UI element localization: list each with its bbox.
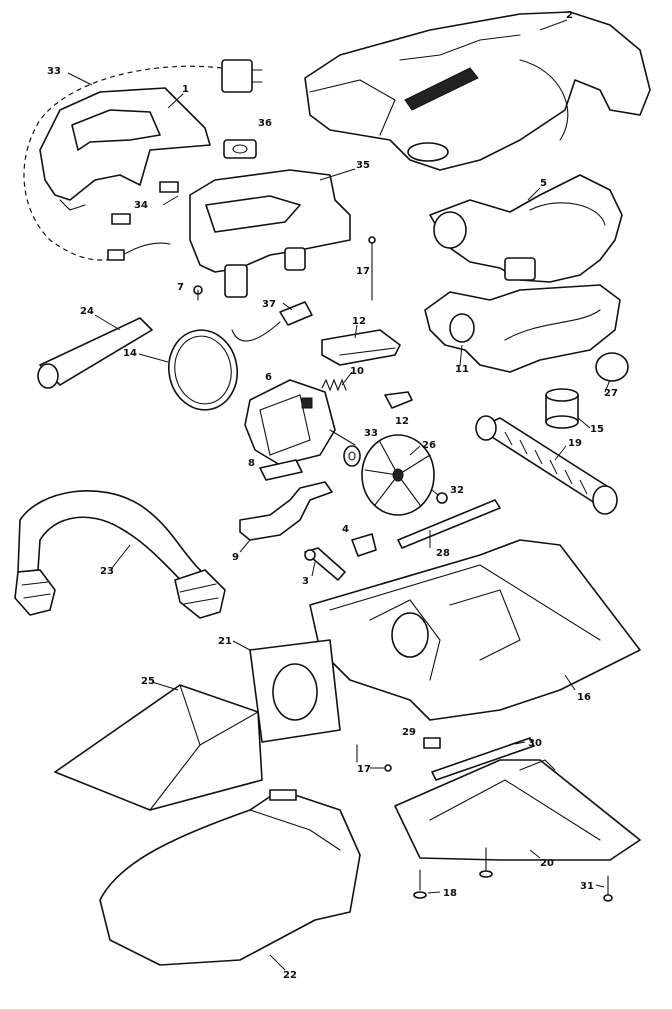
brush-washer	[436, 492, 448, 504]
callout-35: 35	[356, 160, 370, 171]
callout-27: 27	[604, 388, 618, 399]
crevice-tool	[37, 317, 153, 389]
callout-17-upper: 17	[356, 266, 370, 277]
callout-18: 18	[443, 888, 457, 899]
end-cap	[595, 352, 629, 382]
latch	[304, 547, 346, 581]
callout-2: 2	[566, 10, 573, 21]
lower-screw	[356, 744, 392, 772]
callout-4: 4	[342, 524, 349, 535]
handle-top	[189, 169, 351, 298]
filter-pieces	[423, 737, 535, 781]
outer-bag	[99, 789, 361, 966]
motor-bracket	[321, 329, 413, 409]
callout-16: 16	[577, 692, 591, 703]
callout-7: 7	[177, 282, 184, 293]
filter	[249, 639, 341, 743]
callout-29: 29	[402, 727, 416, 738]
spacer-pad	[259, 459, 303, 481]
handle-bottom	[39, 87, 211, 211]
callout-5: 5	[540, 178, 547, 189]
motor	[244, 379, 356, 466]
switch	[231, 301, 313, 342]
callout-20: 20	[540, 858, 554, 869]
callout-30: 30	[528, 738, 542, 749]
callout-25: 25	[141, 676, 155, 687]
cord-brackets	[111, 181, 179, 225]
callout-11: 11	[455, 364, 469, 375]
callout-3: 3	[302, 576, 309, 587]
spring	[321, 378, 347, 392]
callout-33-washer: 33	[364, 428, 378, 439]
callout-32: 32	[450, 485, 464, 496]
callout-14: 14	[123, 348, 137, 359]
callout-22: 22	[283, 970, 297, 981]
base-plate	[394, 759, 641, 861]
screws	[193, 236, 376, 301]
callout-12-upper: 12	[352, 316, 366, 327]
callout-1: 1	[182, 84, 189, 95]
bearing-cylinder	[545, 388, 579, 429]
callout-21: 21	[218, 636, 232, 647]
callout-9: 9	[232, 552, 239, 563]
motor-cover	[429, 174, 623, 283]
callout-labels: 33 1 2 36 35 34 5 17 7 24 37 12 11 14 10…	[47, 10, 618, 981]
filter-bag	[54, 684, 263, 811]
callout-12-lower: 12	[395, 416, 409, 427]
callout-24: 24	[80, 306, 94, 317]
power-cord	[23, 59, 263, 261]
callout-37: 37	[262, 299, 276, 310]
fan	[361, 434, 435, 516]
hose	[14, 490, 226, 619]
callout-33-cord: 33	[47, 66, 61, 77]
callout-17-lower: 17	[357, 764, 371, 775]
base-screws	[413, 847, 613, 902]
motor-mount	[239, 481, 333, 541]
main-body	[309, 539, 641, 721]
drive-belt	[168, 329, 238, 411]
callout-8: 8	[248, 458, 255, 469]
fan-washer	[343, 445, 361, 467]
motor-housing-lower	[424, 284, 621, 373]
callout-10: 10	[350, 366, 364, 377]
callout-31: 31	[580, 881, 594, 892]
brush-roll	[475, 415, 618, 515]
switch-clip	[223, 139, 257, 159]
callout-28: 28	[436, 548, 450, 559]
callout-34: 34	[134, 200, 148, 211]
bag-clip	[351, 533, 377, 557]
callout-36: 36	[258, 118, 272, 129]
callout-23: 23	[100, 566, 114, 577]
leader-lines	[67, 19, 611, 971]
callout-6: 6	[265, 372, 272, 383]
callout-26: 26	[422, 440, 436, 451]
top-housing	[304, 11, 651, 171]
rail-strip	[397, 499, 501, 549]
callout-15: 15	[590, 424, 604, 435]
callout-19: 19	[568, 438, 582, 449]
